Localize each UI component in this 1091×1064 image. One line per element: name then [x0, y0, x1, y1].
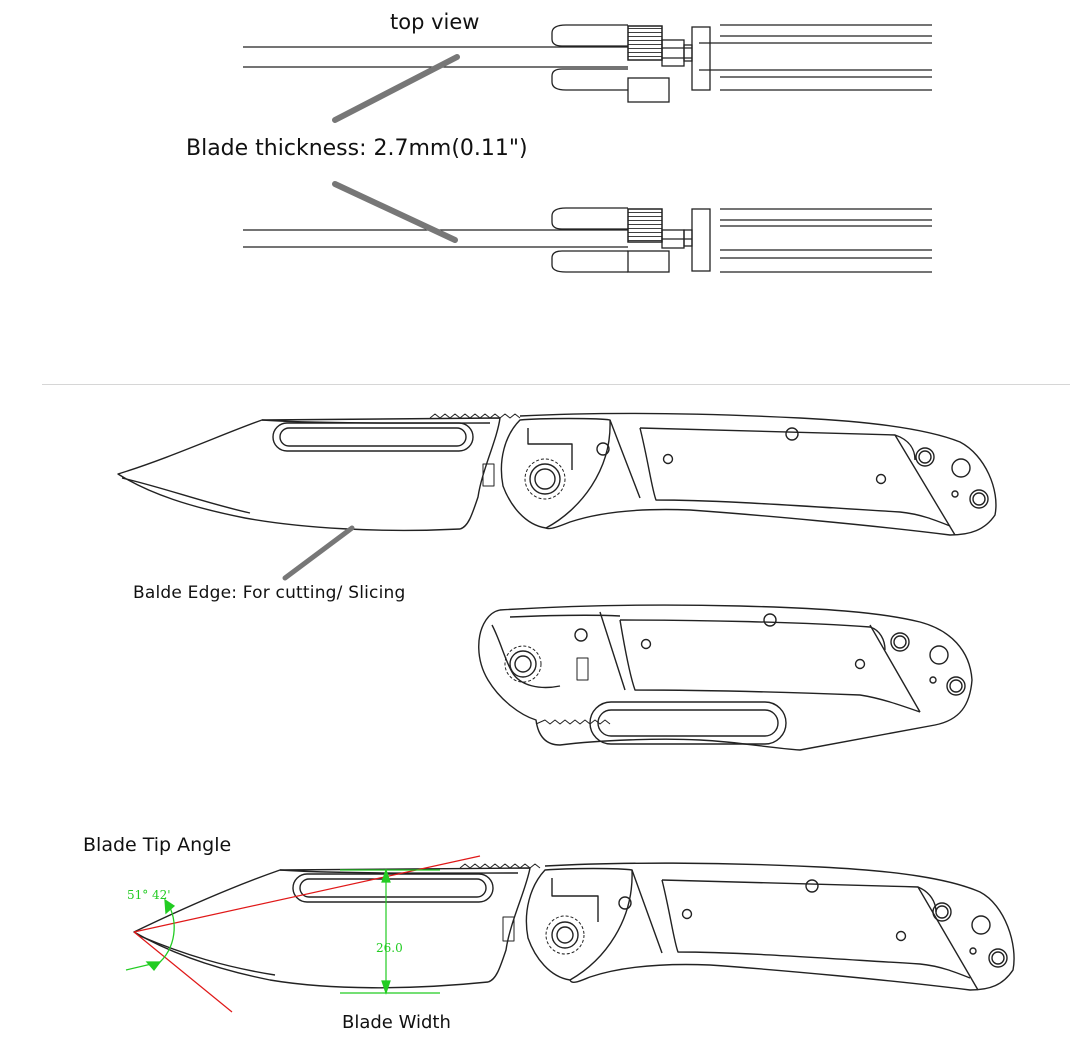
- top-view-label: top view: [390, 10, 480, 34]
- knife-side-closed: [478, 604, 973, 751]
- pivot-dashed-ring-closed: [504, 645, 542, 683]
- blade-width-label: Blade Width: [342, 1012, 451, 1033]
- blade-thickness-label: Blade thickness: 2.7mm(0.11"): [186, 136, 528, 161]
- pointer-thickness-upper: [332, 54, 460, 123]
- top-view-lower: [243, 207, 932, 273]
- knife-side-dimensioned: [133, 862, 1015, 991]
- tip-angle-degrees: 51°: [127, 888, 148, 902]
- pointer-blade-edge: [282, 525, 355, 581]
- blade-edge-label: Balde Edge: For cutting/ Slicing: [133, 583, 406, 603]
- tip-angle-arc: [125, 898, 176, 972]
- pivot-dashed-ring: [524, 458, 566, 500]
- tip-angle-line-upper: [133, 855, 481, 933]
- pointer-thickness-lower: [332, 181, 458, 243]
- top-view-upper: [243, 24, 932, 103]
- blade-width-value: 26.0: [376, 941, 403, 955]
- blade-width-dimension: [340, 868, 440, 995]
- tip-angle-line-lower: [133, 931, 233, 1013]
- tip-angle-minutes: 42': [152, 888, 171, 902]
- knife-side-open: [117, 412, 997, 536]
- section-divider: [42, 384, 1070, 385]
- pivot-dashed-ring-dim: [545, 915, 585, 955]
- blade-tip-angle-label: Blade Tip Angle: [83, 834, 232, 856]
